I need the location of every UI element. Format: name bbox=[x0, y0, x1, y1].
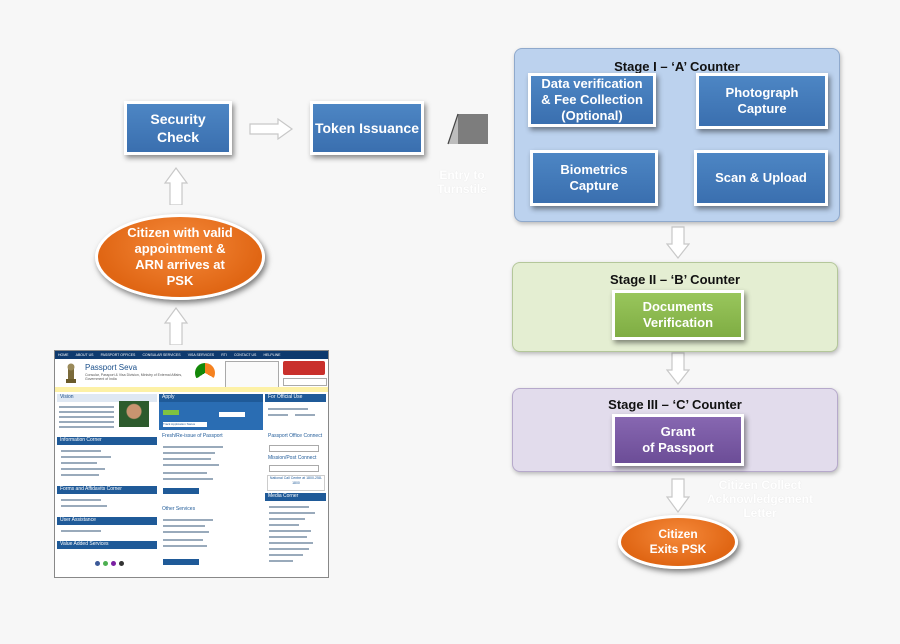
grant-line1: Grant bbox=[660, 424, 696, 439]
citizen-exits-oval: Citizen Exits PSK bbox=[618, 515, 738, 569]
website-seva-badge bbox=[283, 361, 325, 375]
website-social-icons bbox=[95, 561, 155, 567]
citizen-arrives-oval: Citizen with valid appointment & ARN arr… bbox=[95, 214, 265, 300]
photograph-line1: Photograph bbox=[725, 85, 799, 100]
collect-acknowledgement-label: Citizen Collect Acknowledgement Letter bbox=[690, 478, 830, 520]
website-user-assistance: User Assistance bbox=[57, 517, 157, 525]
website-notice-box bbox=[225, 361, 279, 388]
website-information-corner: Information Corner bbox=[57, 437, 157, 445]
citizen-arrives-line4: PSK bbox=[166, 273, 194, 288]
token-issuance-box: Token Issuance bbox=[310, 101, 424, 155]
right-arrow-icon bbox=[249, 118, 294, 140]
biometrics-line1: Biometrics bbox=[560, 162, 628, 177]
documents-line1: Documents bbox=[642, 299, 714, 314]
website-forms-corner: Forms and Affidavits Corner bbox=[57, 486, 157, 494]
photograph-line2: Capture bbox=[737, 101, 787, 116]
website-other-list bbox=[159, 515, 263, 571]
biometrics-line2: Capture bbox=[569, 178, 619, 193]
website-mission-connect: Mission/Post Connect bbox=[268, 455, 317, 461]
security-check-box: Security Check bbox=[124, 101, 232, 155]
entry-turnstile-line2: Turnstile bbox=[437, 182, 487, 196]
entry-turnstile-line1: Entry to bbox=[439, 168, 485, 182]
up-arrow-icon bbox=[163, 166, 189, 205]
data-verification-line2: & Fee Collection bbox=[541, 92, 643, 107]
website-media-list bbox=[265, 502, 326, 574]
collect-ack-line2: Acknowledgement bbox=[706, 492, 814, 506]
website-fresh-list bbox=[159, 442, 263, 502]
website-official-panel bbox=[265, 403, 326, 431]
website-alert-banner bbox=[55, 387, 328, 392]
website-value-added: Value Added Services bbox=[57, 541, 157, 549]
website-search-input bbox=[283, 378, 327, 386]
website-other-button bbox=[163, 559, 199, 565]
data-verification-box: Data verification & Fee Collection (Opti… bbox=[528, 73, 656, 127]
documents-line2: Verification bbox=[642, 315, 714, 330]
grant-line2: of Passport bbox=[642, 440, 714, 455]
website-document-button bbox=[163, 488, 199, 494]
citizen-arrives-line2: appointment & bbox=[134, 241, 226, 256]
website-nav-item: HELPLINE bbox=[263, 353, 281, 357]
website-nav-item: PASSPORT OFFICES bbox=[100, 353, 136, 357]
data-verification-line1: Data verification bbox=[541, 76, 643, 91]
website-apply-header: Apply bbox=[159, 394, 263, 402]
website-tricolor-logo bbox=[195, 363, 215, 383]
stage2-title: Stage II – ‘B’ Counter bbox=[609, 272, 741, 287]
security-check-line1: Security bbox=[150, 111, 206, 127]
down-arrow-icon bbox=[666, 352, 690, 385]
website-nav-item: VISA SERVICES bbox=[187, 353, 215, 357]
down-arrow-icon bbox=[666, 478, 690, 514]
website-login-button bbox=[163, 410, 179, 415]
data-verification-line3: (Optional) bbox=[561, 108, 623, 123]
stage1-title: Stage I – ‘A’ Counter bbox=[614, 59, 740, 74]
website-nav-item: CONTACT US bbox=[233, 353, 257, 357]
website-office-select bbox=[269, 445, 319, 452]
citizen-exits-line1: Citizen bbox=[658, 527, 698, 541]
website-fresh-reissue: Fresh/Re-issue of Passport bbox=[162, 433, 223, 439]
security-check-line2: Check bbox=[156, 129, 200, 145]
website-nav-item: HOME bbox=[58, 353, 69, 357]
website-nav-item: RTI bbox=[221, 353, 227, 357]
grant-passport-box: Grant of Passport bbox=[612, 414, 744, 466]
website-register-button bbox=[219, 412, 245, 417]
website-call-centre: National Call Centre at 1800-258-1800 bbox=[267, 475, 325, 491]
emblem-icon bbox=[66, 363, 76, 383]
citizen-exits-line2: Exits PSK bbox=[649, 542, 707, 556]
website-official-photo bbox=[119, 401, 149, 427]
scan-upload-label: Scan & Upload bbox=[715, 170, 807, 185]
website-header bbox=[55, 359, 328, 387]
passport-seva-website-screenshot: HOME ABOUT US PASSPORT OFFICES CONSULAR … bbox=[54, 350, 329, 578]
website-nav-item: ABOUT US bbox=[75, 353, 94, 357]
token-issuance-label: Token Issuance bbox=[314, 120, 419, 136]
website-official-use: For Official Use bbox=[265, 394, 326, 402]
citizen-arrives-line3: ARN arrives at bbox=[135, 257, 225, 272]
collect-ack-line3: Letter bbox=[743, 506, 777, 520]
website-nav-bar: HOME ABOUT US PASSPORT OFFICES CONSULAR … bbox=[55, 351, 328, 359]
website-subtitle: Consular, Passport & Visa Division, Mini… bbox=[85, 373, 183, 381]
website-forms-list bbox=[57, 495, 157, 515]
website-assist-list bbox=[57, 526, 157, 540]
website-other-services: Other Services bbox=[162, 506, 196, 512]
citizen-arrives-line1: Citizen with valid bbox=[127, 225, 233, 240]
entry-turnstile-label: Entry to Turnstile bbox=[418, 168, 506, 196]
website-vision-header: Vision bbox=[57, 394, 157, 402]
website-media-corner: Media Corner bbox=[265, 493, 326, 501]
turnstile-icon bbox=[447, 113, 488, 145]
website-mission-select bbox=[269, 465, 319, 472]
stage3-title: Stage III – ‘C’ Counter bbox=[608, 397, 742, 412]
website-office-connect: Passport Office Connect bbox=[268, 433, 323, 439]
website-title: Passport Seva bbox=[85, 363, 138, 372]
collect-ack-line1: Citizen Collect bbox=[718, 478, 802, 492]
photograph-capture-box: Photograph Capture bbox=[696, 73, 828, 129]
down-arrow-icon bbox=[666, 226, 690, 259]
scan-upload-box: Scan & Upload bbox=[694, 150, 828, 206]
website-info-list bbox=[57, 446, 157, 484]
website-nav-item: CONSULAR SERVICES bbox=[142, 353, 181, 357]
biometrics-capture-box: Biometrics Capture bbox=[530, 150, 658, 206]
documents-verification-box: Documents Verification bbox=[612, 290, 744, 340]
website-track-button: Track Application Status bbox=[163, 422, 207, 427]
website-apply-panel: Track Application Status bbox=[159, 402, 263, 430]
up-arrow-icon bbox=[163, 306, 189, 345]
